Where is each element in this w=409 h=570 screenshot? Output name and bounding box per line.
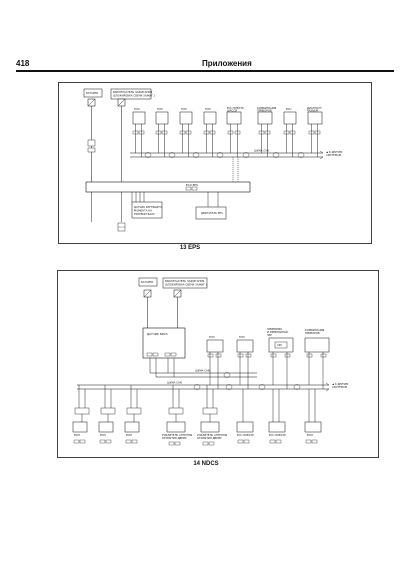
- d1-module-row: TCM TCM TCM TCM ECU ЭЛЕКТР. ШАССИ КОМБИН…: [132, 106, 323, 125]
- svg-text:ECM: ECM: [126, 433, 132, 437]
- svg-text:TCM: TCM: [181, 107, 186, 111]
- svg-text:КОМБИНАЦИЯ: КОМБИНАЦИЯ: [305, 328, 325, 332]
- svg-text:◄ К ДРУГИМ: ◄ К ДРУГИМ: [326, 150, 342, 154]
- eps-diagram-svg: БАТАРЕЯ ВЫКЛЮЧАТЕЛЬ ЗАЖИГАНИЯ(БЛОКИРОВКА…: [58, 82, 372, 244]
- d1-ignition-label: ВЫКЛЮЧАТЕЛЬ ЗАЖИГАНИЯ(БЛОКИРОВКА СВЕЧИ З…: [113, 90, 155, 97]
- d1-motor-label: ДВИГАТЕЛЬ EPS: [201, 211, 223, 215]
- svg-text:ECM: ECM: [100, 433, 106, 437]
- svg-text:TCM: TCM: [134, 107, 139, 111]
- svg-text:ПРИЕМНИК: ПРИЕМНИК: [267, 327, 282, 331]
- ndcs-wiring-diagram: БАТАРЕЯ ВЫКЛЮЧАТЕЛЬ ЗАЖИГАНИЯ(БЛОКИРОВКА…: [57, 270, 379, 458]
- svg-text:ШИНА CAN: ШИНА CAN: [195, 369, 210, 373]
- svg-text:TCM: TCM: [205, 107, 210, 111]
- diagram2-caption: 14 NDCS: [193, 461, 219, 467]
- svg-text:УСИЛИТЕЛЬ АНТЕННЫ: УСИЛИТЕЛЬ АНТЕННЫ: [162, 433, 193, 437]
- d1-ecu-label: ECU EPS: [186, 183, 198, 187]
- svg-text:КОМБИНАЦИЯ: КОМБИНАЦИЯ: [257, 106, 277, 110]
- d2-ecu-label: ДАТЧИК NDCS: [147, 332, 168, 336]
- svg-text:СИСТЕМАМ: СИСТЕМАМ: [326, 153, 341, 157]
- ndcs-diagram-svg: БАТАРЕЯ ВЫКЛЮЧАТЕЛЬ ЗАЖИГАНИЯ(БЛОКИРОВКА…: [57, 270, 379, 458]
- svg-text:РАЗЪЕМ: РАЗЪЕМ: [307, 109, 318, 113]
- svg-text:ECM: ECM: [74, 433, 80, 437]
- svg-text:УСИЛИТЕЛЬ АНТЕННЫ: УСИЛИТЕЛЬ АНТЕННЫ: [197, 433, 228, 437]
- d2-cpu-label: CPU: [277, 343, 282, 347]
- svg-text:ECU ЭЛЕКТР.: ECU ЭЛЕКТР.: [237, 433, 255, 437]
- svg-text:ВЫКЛЮЧАТЕЛЬ ЗАЖИГАНИЯ(БЛОКИРОВ: ВЫКЛЮЧАТЕЛЬ ЗАЖИГАНИЯ(БЛОКИРОВКА СВЕЧИ З…: [165, 279, 207, 286]
- header-rule: [16, 70, 394, 72]
- diagram1-caption: 13 EPS: [179, 245, 201, 251]
- svg-text:СИСТЕМАМ: СИСТЕМАМ: [332, 385, 347, 389]
- svg-text:ПРИБОРОВ: ПРИБОРОВ: [257, 109, 272, 113]
- d2-can-bus-label: ШИНА CAN: [167, 381, 182, 385]
- svg-text:ДИАГНОСТ.: ДИАГНОСТ.: [307, 106, 323, 110]
- svg-text:ECM: ECM: [307, 433, 313, 437]
- d1-can-bus-label: ШИНА CAN: [254, 149, 269, 153]
- svg-text:TCM: TCM: [239, 335, 244, 339]
- svg-text:И ИММОБИЛАЙ-: И ИММОБИЛАЙ-: [267, 329, 289, 334]
- section-title: Приложения: [202, 59, 252, 68]
- d2-battery-label: БАТАРЕЯ: [141, 280, 153, 284]
- svg-text:МОМЕНТА НА: МОМЕНТА НА: [134, 209, 152, 213]
- svg-text:ДАТЧИК КРУТЯЩЕГО: ДАТЧИК КРУТЯЩЕГО: [134, 205, 162, 209]
- svg-text:ШАССИ: ШАССИ: [227, 109, 237, 113]
- svg-text:ПРИБОРОВ: ПРИБОРОВ: [305, 331, 320, 335]
- svg-text:TCM: TCM: [157, 107, 162, 111]
- svg-text:TCM: TCM: [209, 335, 214, 339]
- d1-battery-label: БАТАРЕЯ: [86, 91, 98, 95]
- eps-wiring-diagram: БАТАРЕЯ ВЫКЛЮЧАТЕЛЬ ЗАЖИГАНИЯ(БЛОКИРОВКА…: [58, 82, 372, 244]
- svg-text:ОТКРЫТИЯ ДВЕРИ: ОТКРЫТИЯ ДВЕРИ: [162, 436, 186, 440]
- svg-text:ОТКРЫТИЯ ДВЕРИ: ОТКРЫТИЯ ДВЕРИ: [197, 436, 221, 440]
- page-number: 418: [16, 59, 30, 68]
- svg-text:ECU ЭЛЕКТР.: ECU ЭЛЕКТР.: [227, 106, 245, 110]
- svg-text:◄ К ДРУГИМ: ◄ К ДРУГИМ: [332, 382, 348, 386]
- svg-text:ECU ЭЛЕКТР.: ECU ЭЛЕКТР.: [269, 433, 287, 437]
- svg-text:РУЛЕВОМ ВАЛУ: РУЛЕВОМ ВАЛУ: [134, 212, 155, 216]
- svg-text:ECU: ECU: [286, 107, 291, 111]
- svg-text:ЗЕР: ЗЕР: [267, 333, 272, 337]
- page-header: 418 Приложения: [16, 59, 394, 75]
